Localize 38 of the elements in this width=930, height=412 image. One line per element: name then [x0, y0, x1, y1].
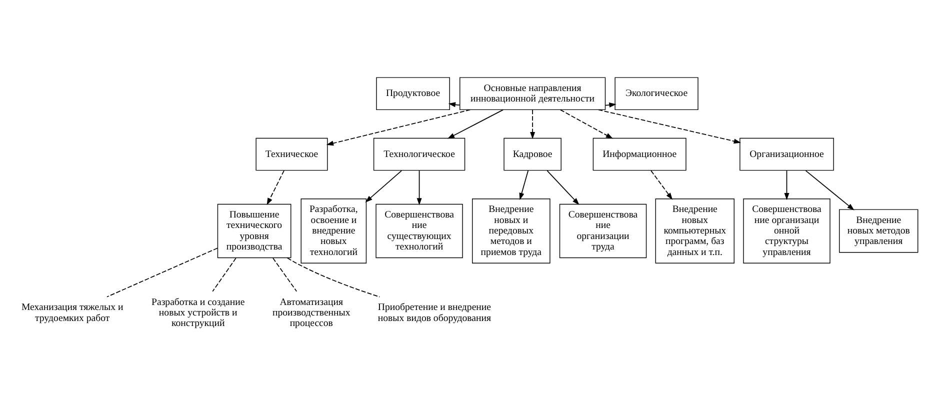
arrow: [598, 109, 741, 144]
node-text: Автоматизация производственных процессов: [272, 296, 350, 330]
node-box: Информационное: [592, 138, 686, 171]
connector: [106, 248, 218, 298]
arrow: [650, 170, 673, 200]
node-box: Совершенствование организационной структуры управления: [743, 198, 830, 264]
node-box: Внедрение новых и передовых методов и приемов труда: [472, 198, 550, 264]
arrow: [448, 102, 460, 108]
connector: [286, 257, 380, 298]
node-box: Продуктовое: [376, 77, 450, 110]
arrow: [447, 109, 504, 139]
node-text: Приобретение и внедрение новых видов оборудования: [378, 302, 492, 324]
node-box: Разработка, освоение и внедрение новых технологий: [300, 198, 367, 264]
arrow: [560, 109, 614, 139]
node-box: Внедрение новых методов управления: [839, 209, 918, 253]
arrow: [326, 109, 471, 146]
arrow: [784, 170, 790, 200]
node-box: Экологическое: [614, 77, 698, 110]
arrow: [546, 170, 580, 205]
node-text: Механизация тяжелых и трудоемких работ: [21, 302, 124, 324]
arrow: [805, 170, 854, 210]
connector: [272, 258, 298, 292]
arrow: [416, 170, 422, 206]
node-box: Совершенствование существующих технологий: [376, 204, 463, 258]
node-box: Совершенствование организации труда: [559, 204, 647, 258]
node-box: Основные направления инновационной деятельности: [460, 77, 606, 110]
connector: [212, 258, 236, 292]
node-box: Технологическое: [373, 138, 466, 171]
node-box: Внедрение новых компьютерных программ, баз данных и т.п.: [655, 198, 734, 264]
arrow: [530, 110, 536, 140]
node-box: Повышение технического уровня производства: [217, 204, 292, 258]
node-box: Кадровое: [504, 138, 562, 171]
arrow: [519, 170, 529, 200]
arrow: [266, 170, 284, 206]
arrow: [365, 170, 402, 202]
node-text: Разработка и создание новых устройств и конструкций: [152, 296, 245, 330]
node-box: Организационное: [740, 138, 834, 171]
node-box: Техническое: [256, 138, 328, 171]
